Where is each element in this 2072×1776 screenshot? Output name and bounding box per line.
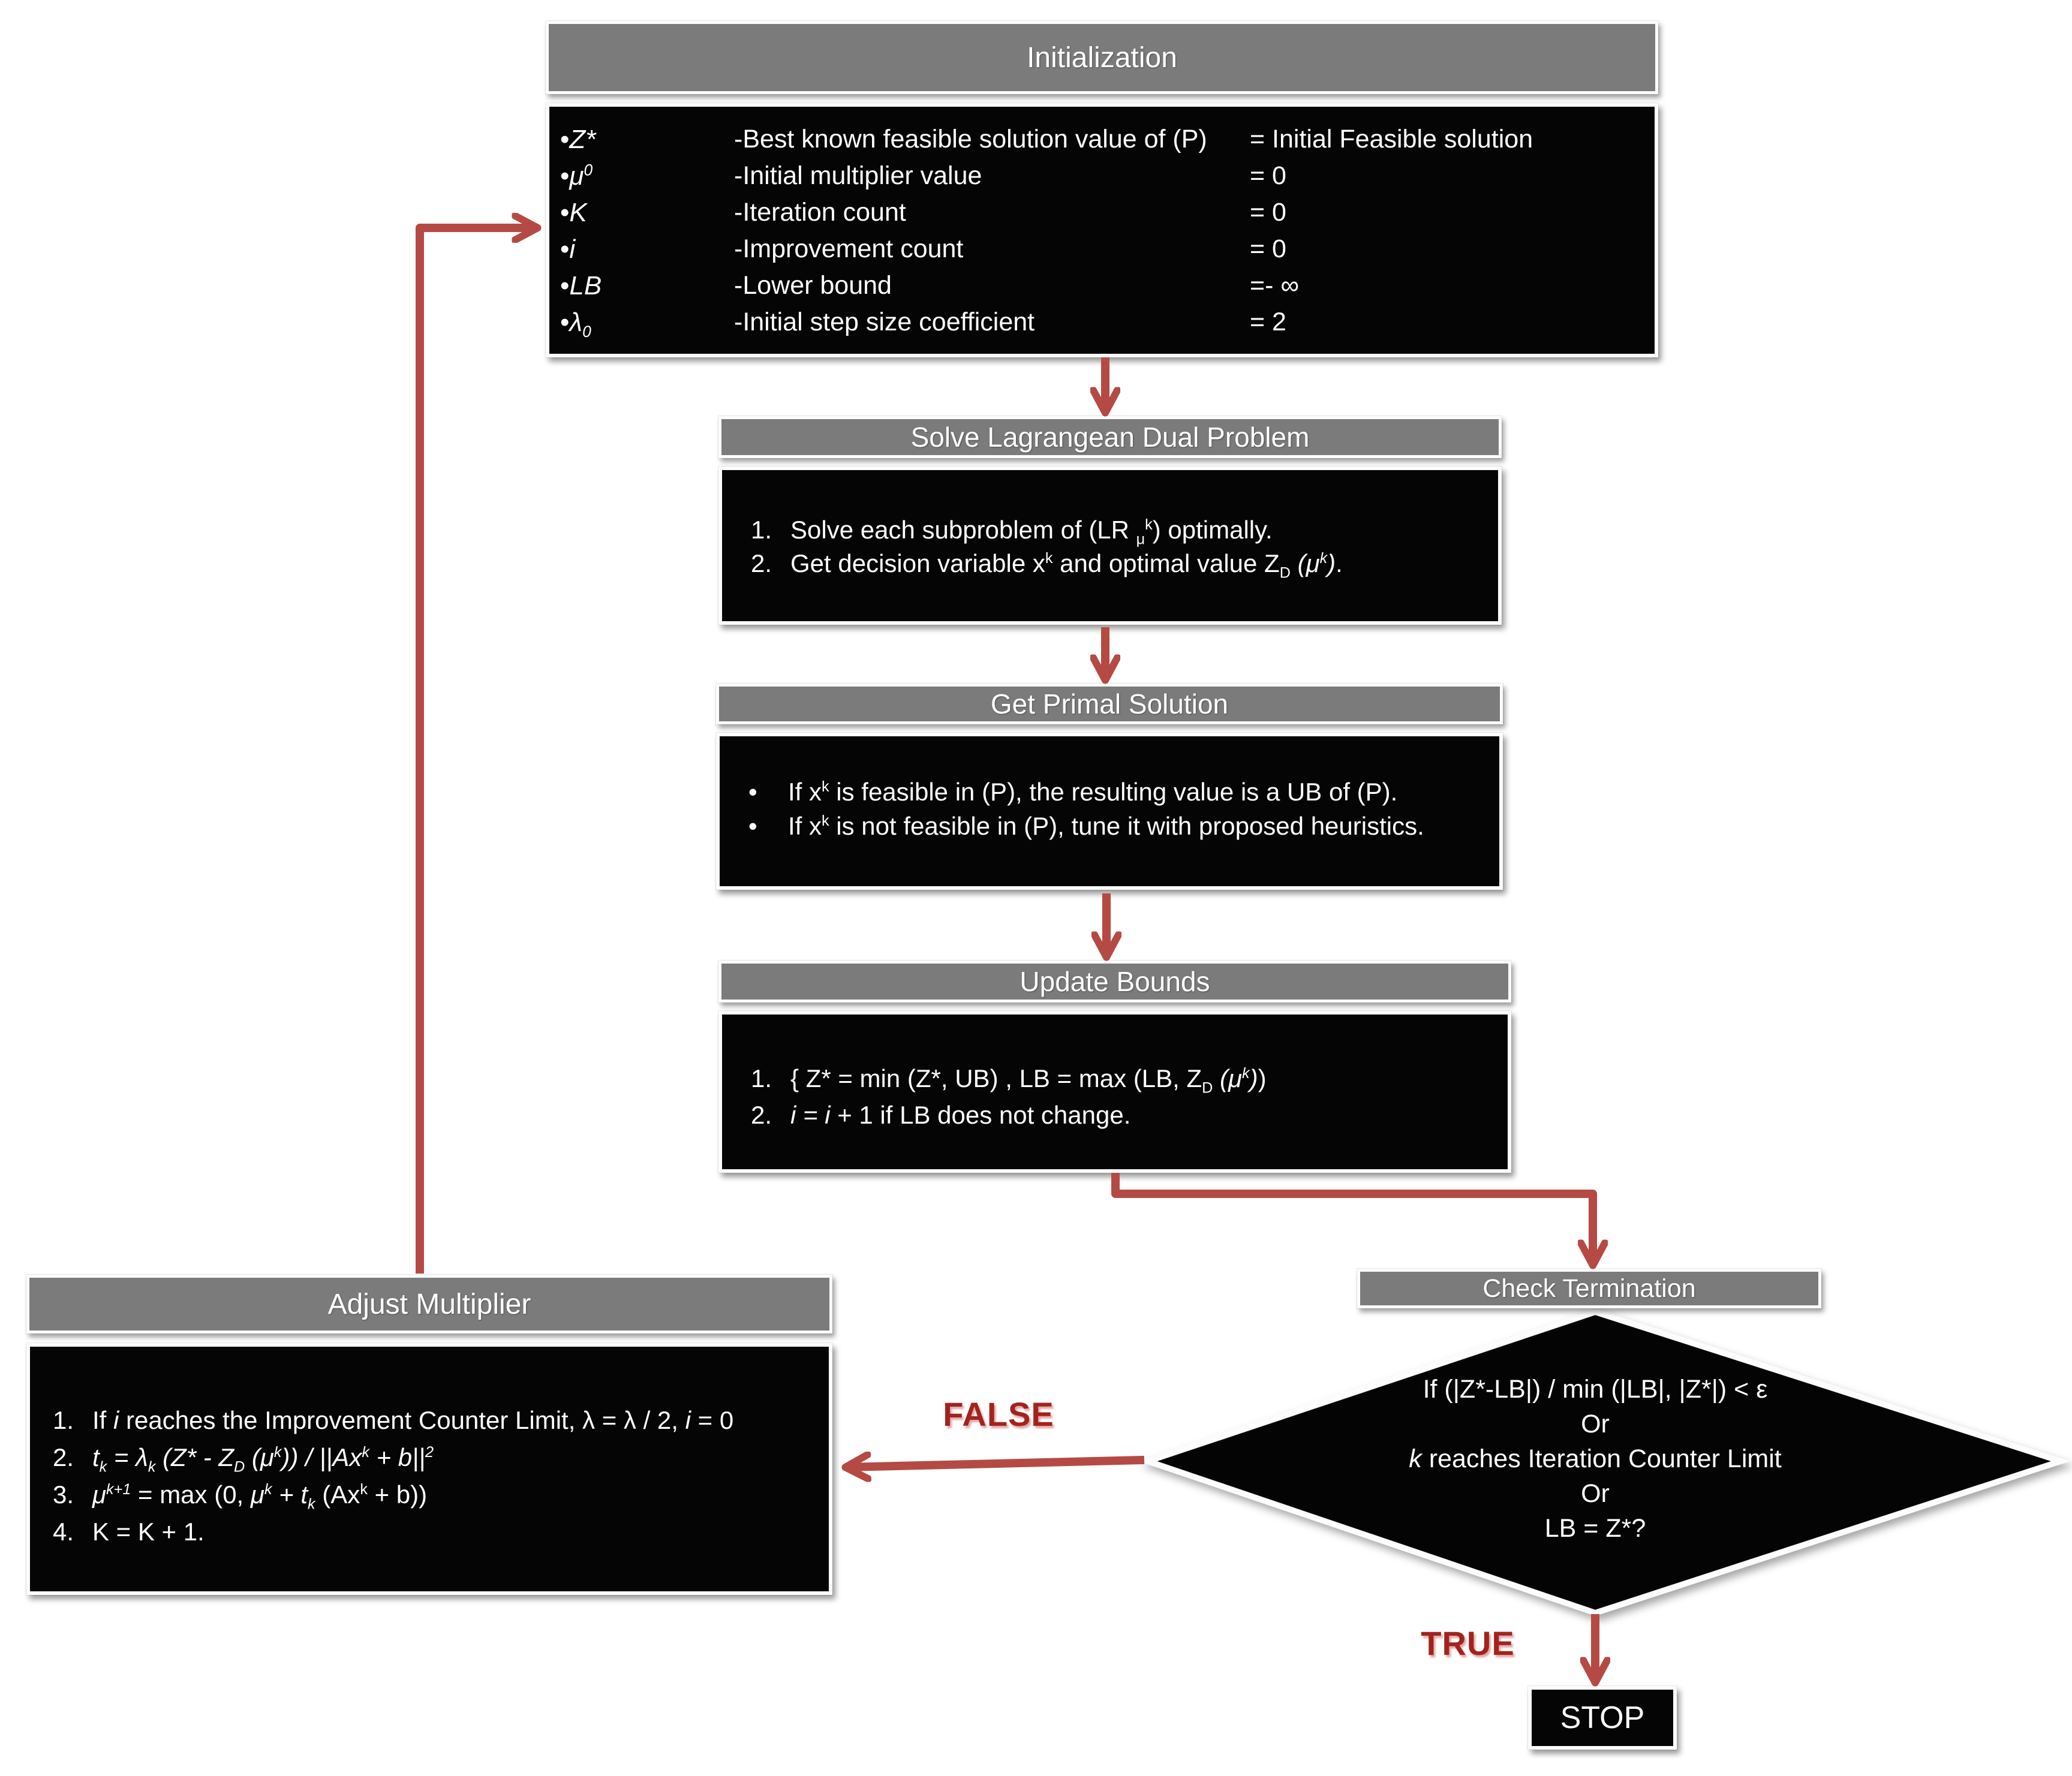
initialization-row: •LB -Lower bound =- ∞	[549, 267, 1655, 304]
list-item: 1. { Z* = min (Z*, UB) , LB = max (LB, ZD…	[751, 1060, 1499, 1097]
list-item-text: K = K + 1.	[92, 1518, 205, 1546]
node-solve-dual-body: 1. Solve each subproblem of (LR μk) optim…	[718, 466, 1502, 625]
false-branch-label: FALSE	[943, 1395, 1054, 1433]
variable-description: -Best known feasible solution value of (…	[734, 125, 1207, 153]
node-initialization-header: Initialization	[546, 21, 1658, 94]
list-item: 2. i = i + 1 if LB does not change.	[751, 1097, 1499, 1133]
list-marker: 1.	[751, 1064, 772, 1092]
list-item-text: Or	[1581, 1479, 1610, 1508]
list-marker: 4.	[53, 1518, 74, 1546]
variable-initial-value: = 0	[1250, 161, 1286, 190]
stop-label: STOP	[1560, 1700, 1645, 1735]
variable-description: -Initial multiplier value	[734, 161, 982, 190]
list-marker: •	[748, 777, 757, 806]
list-item-text: Or	[1581, 1410, 1610, 1438]
node-get-primal-header: Get Primal Solution	[716, 684, 1503, 724]
list-item-text: If (|Z*-LB|) / min (|LB|, |Z*|) < ε	[1423, 1375, 1768, 1404]
list-item-text: If i reaches the Improvement Counter Lim…	[92, 1406, 734, 1434]
list-item: • If xk is not feasible in (P), tune it w…	[748, 809, 1491, 843]
node-check-termination-condition: If (|Z*-LB|) / min (|LB|, |Z*|) < ε Or k r…	[1295, 1372, 1895, 1546]
variable-initial-value: = Initial Feasible solution	[1250, 125, 1533, 153]
list-item-text: μk+1 = max (0, μk + tk (Axk + b))	[92, 1480, 428, 1513]
node-solve-dual-header: Solve Lagrangean Dual Problem	[718, 416, 1502, 458]
variable-symbol: •Z*	[560, 124, 596, 154]
list-item: 1. Solve each subproblem of (LR μk) optim…	[751, 513, 1490, 547]
node-update-bounds-header: Update Bounds	[718, 961, 1511, 1003]
variable-symbol: •i	[560, 234, 576, 264]
list-marker: 2.	[751, 1100, 772, 1129]
list-item: Or	[1295, 1407, 1895, 1441]
node-check-termination-title: Check Termination	[1482, 1274, 1696, 1303]
initialization-row: •i -Improvement count = 0	[549, 231, 1655, 267]
node-stop: STOP	[1528, 1686, 1677, 1750]
list-item-text: Solve each subproblem of (LR μk) optimal…	[790, 516, 1273, 548]
list-marker: 1.	[53, 1406, 74, 1434]
initialization-row: •Z* -Best known feasible solution value o…	[549, 121, 1655, 158]
list-marker: 2.	[751, 549, 772, 577]
node-solve-dual-title: Solve Lagrangean Dual Problem	[910, 422, 1310, 453]
list-marker: 3.	[53, 1480, 74, 1509]
list-item-text: k reaches Iteration Counter Limit	[1409, 1444, 1782, 1473]
node-update-bounds-title: Update Bounds	[1020, 966, 1210, 997]
decision-diamond-shape	[1138, 1308, 2071, 1617]
list-item: LB = Z*?	[1295, 1511, 1895, 1546]
list-item: If (|Z*-LB|) / min (|LB|, |Z*|) < ε	[1295, 1372, 1895, 1407]
list-item: 4. K = K + 1.	[53, 1513, 822, 1551]
list-item-text: tk = λk (Z* - ZD (μk)) / ||Axk + b||2	[92, 1443, 434, 1476]
variable-initial-value: = 2	[1250, 308, 1286, 336]
list-marker: •	[748, 811, 757, 840]
list-item-text: LB = Z*?	[1544, 1514, 1646, 1543]
variable-initial-value: =- ∞	[1250, 271, 1300, 300]
node-get-primal-title: Get Primal Solution	[990, 688, 1229, 720]
initialization-row: •μ0 -Initial multiplier value = 0	[549, 158, 1655, 194]
list-item: 2. Get decision variable xk and optimal v…	[751, 547, 1490, 580]
list-item-text: If xk is feasible in (P), the resulting …	[788, 777, 1398, 806]
node-adjust-multiplier-header: Adjust Multiplier	[26, 1275, 832, 1333]
list-item-text: { Z* = min (Z*, UB) , LB = max (LB, ZD (…	[790, 1064, 1267, 1096]
node-initialization-title: Initialization	[1027, 41, 1177, 74]
variable-initial-value: = 0	[1250, 198, 1286, 227]
variable-symbol: •λ0	[560, 307, 591, 341]
initialization-row: •K -Iteration count = 0	[549, 194, 1655, 231]
node-check-termination-header: Check Termination	[1357, 1269, 1821, 1308]
node-adjust-multiplier-body: 1. If i reaches the Improvement Counter L…	[26, 1343, 832, 1595]
list-item: • If xk is feasible in (P), the resulting…	[748, 775, 1491, 809]
list-marker: 2.	[53, 1443, 74, 1471]
node-get-primal-body: • If xk is feasible in (P), the resulting…	[716, 733, 1503, 890]
node-adjust-multiplier-title: Adjust Multiplier	[327, 1288, 531, 1320]
node-initialization-body: •Z* -Best known feasible solution value o…	[546, 103, 1658, 357]
list-item-text: Get decision variable xk and optimal val…	[790, 549, 1343, 582]
variable-description: -Iteration count	[734, 198, 906, 227]
node-update-bounds-body: 1. { Z* = min (Z*, UB) , LB = max (LB, ZD…	[718, 1011, 1511, 1173]
list-marker: 1.	[751, 516, 772, 544]
true-branch-label: TRUE	[1421, 1624, 1515, 1662]
list-item: 1. If i reaches the Improvement Counter L…	[53, 1402, 822, 1439]
list-item: 3. μk+1 = max (0, μk + tk (Axk + b))	[53, 1476, 822, 1513]
list-item: Or	[1295, 1476, 1895, 1511]
list-item-text: i = i + 1 if LB does not change.	[790, 1100, 1131, 1129]
variable-symbol: •μ0	[560, 160, 593, 191]
variable-description: -Lower bound	[734, 271, 892, 300]
variable-description: -Improvement count	[734, 234, 964, 263]
variable-symbol: •K	[560, 197, 587, 227]
list-item: k reaches Iteration Counter Limit	[1295, 1441, 1895, 1476]
initialization-row: •λ0 -Initial step size coefficient = 2	[549, 304, 1655, 341]
variable-initial-value: = 0	[1250, 234, 1286, 263]
variable-symbol: •LB	[560, 270, 602, 300]
variable-description: -Initial step size coefficient	[734, 308, 1035, 336]
list-item-text: If xk is not feasible in (P), tune it wi…	[788, 811, 1424, 840]
list-item: 2. tk = λk (Z* - ZD (μk)) / ||Axk + b||2	[53, 1439, 822, 1476]
